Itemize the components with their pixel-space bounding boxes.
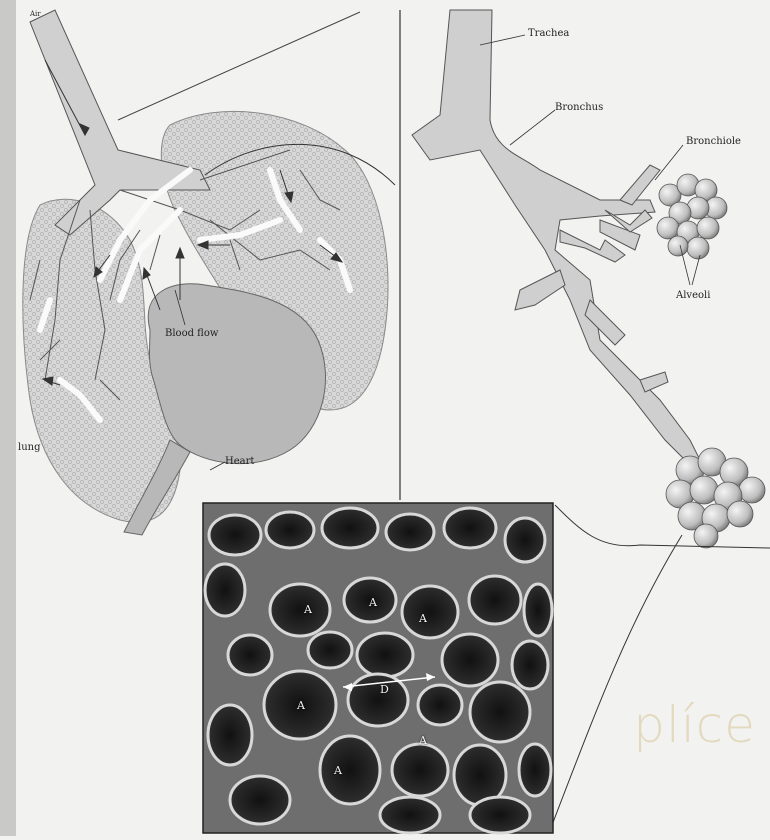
micrograph-hole [402, 586, 458, 638]
micrograph-panel [203, 503, 553, 833]
zoom-line-top [118, 12, 360, 120]
micrograph-hole [519, 744, 551, 796]
micrograph-hole [322, 508, 378, 548]
micrograph-hole [209, 515, 261, 555]
trachea-right-drawing [412, 10, 700, 465]
alveoli-cluster-bottom [666, 448, 765, 548]
micrograph-hole [469, 576, 521, 624]
micrograph-hole [470, 682, 530, 742]
micrograph-label-a5: A [419, 734, 427, 747]
micrograph-hole [357, 633, 413, 677]
label-bronchus: Bronchus [555, 102, 603, 113]
micrograph-hole [470, 797, 530, 833]
label-blood-flow: Blood flow [165, 328, 218, 339]
micrograph-label-d: D [380, 683, 389, 696]
micrograph-hole [205, 564, 245, 616]
micrograph-label-a3: A [419, 612, 427, 625]
label-air: Air [30, 10, 41, 18]
watermark-text: plíce [633, 696, 756, 754]
micrograph-hole [270, 584, 330, 636]
micrograph-hole [444, 508, 496, 548]
micrograph-hole [230, 776, 290, 824]
micrograph-hole [392, 744, 448, 796]
micrograph-hole [208, 705, 252, 765]
micrograph-hole [442, 634, 498, 686]
micrograph-label-a2: A [369, 596, 377, 609]
label-heart: Heart [225, 456, 254, 467]
micrograph-label-a4: A [297, 699, 305, 712]
micrograph-label-a1: A [304, 603, 312, 616]
label-alveoli: Alveoli [676, 290, 710, 301]
micrograph-hole [524, 584, 552, 636]
alveoli-cluster-top [657, 174, 727, 259]
zoom-line-bottom [552, 535, 682, 825]
micrograph-hole [228, 635, 272, 675]
micrograph-hole [348, 674, 408, 726]
label-lung: lung [18, 442, 40, 453]
micrograph-hole [380, 797, 440, 833]
micrograph-hole [308, 632, 352, 668]
micrograph-hole [512, 641, 548, 689]
micrograph-label-a6: A [334, 764, 342, 777]
micrograph-hole [266, 512, 314, 548]
page-binding-shadow [0, 0, 16, 836]
micrograph-hole [418, 685, 462, 725]
micrograph-hole [505, 518, 545, 562]
label-bronchiole: Bronchiole [686, 136, 741, 147]
label-trachea: Trachea [528, 28, 569, 39]
micrograph-hole [320, 736, 380, 804]
micrograph-hole [386, 514, 434, 550]
